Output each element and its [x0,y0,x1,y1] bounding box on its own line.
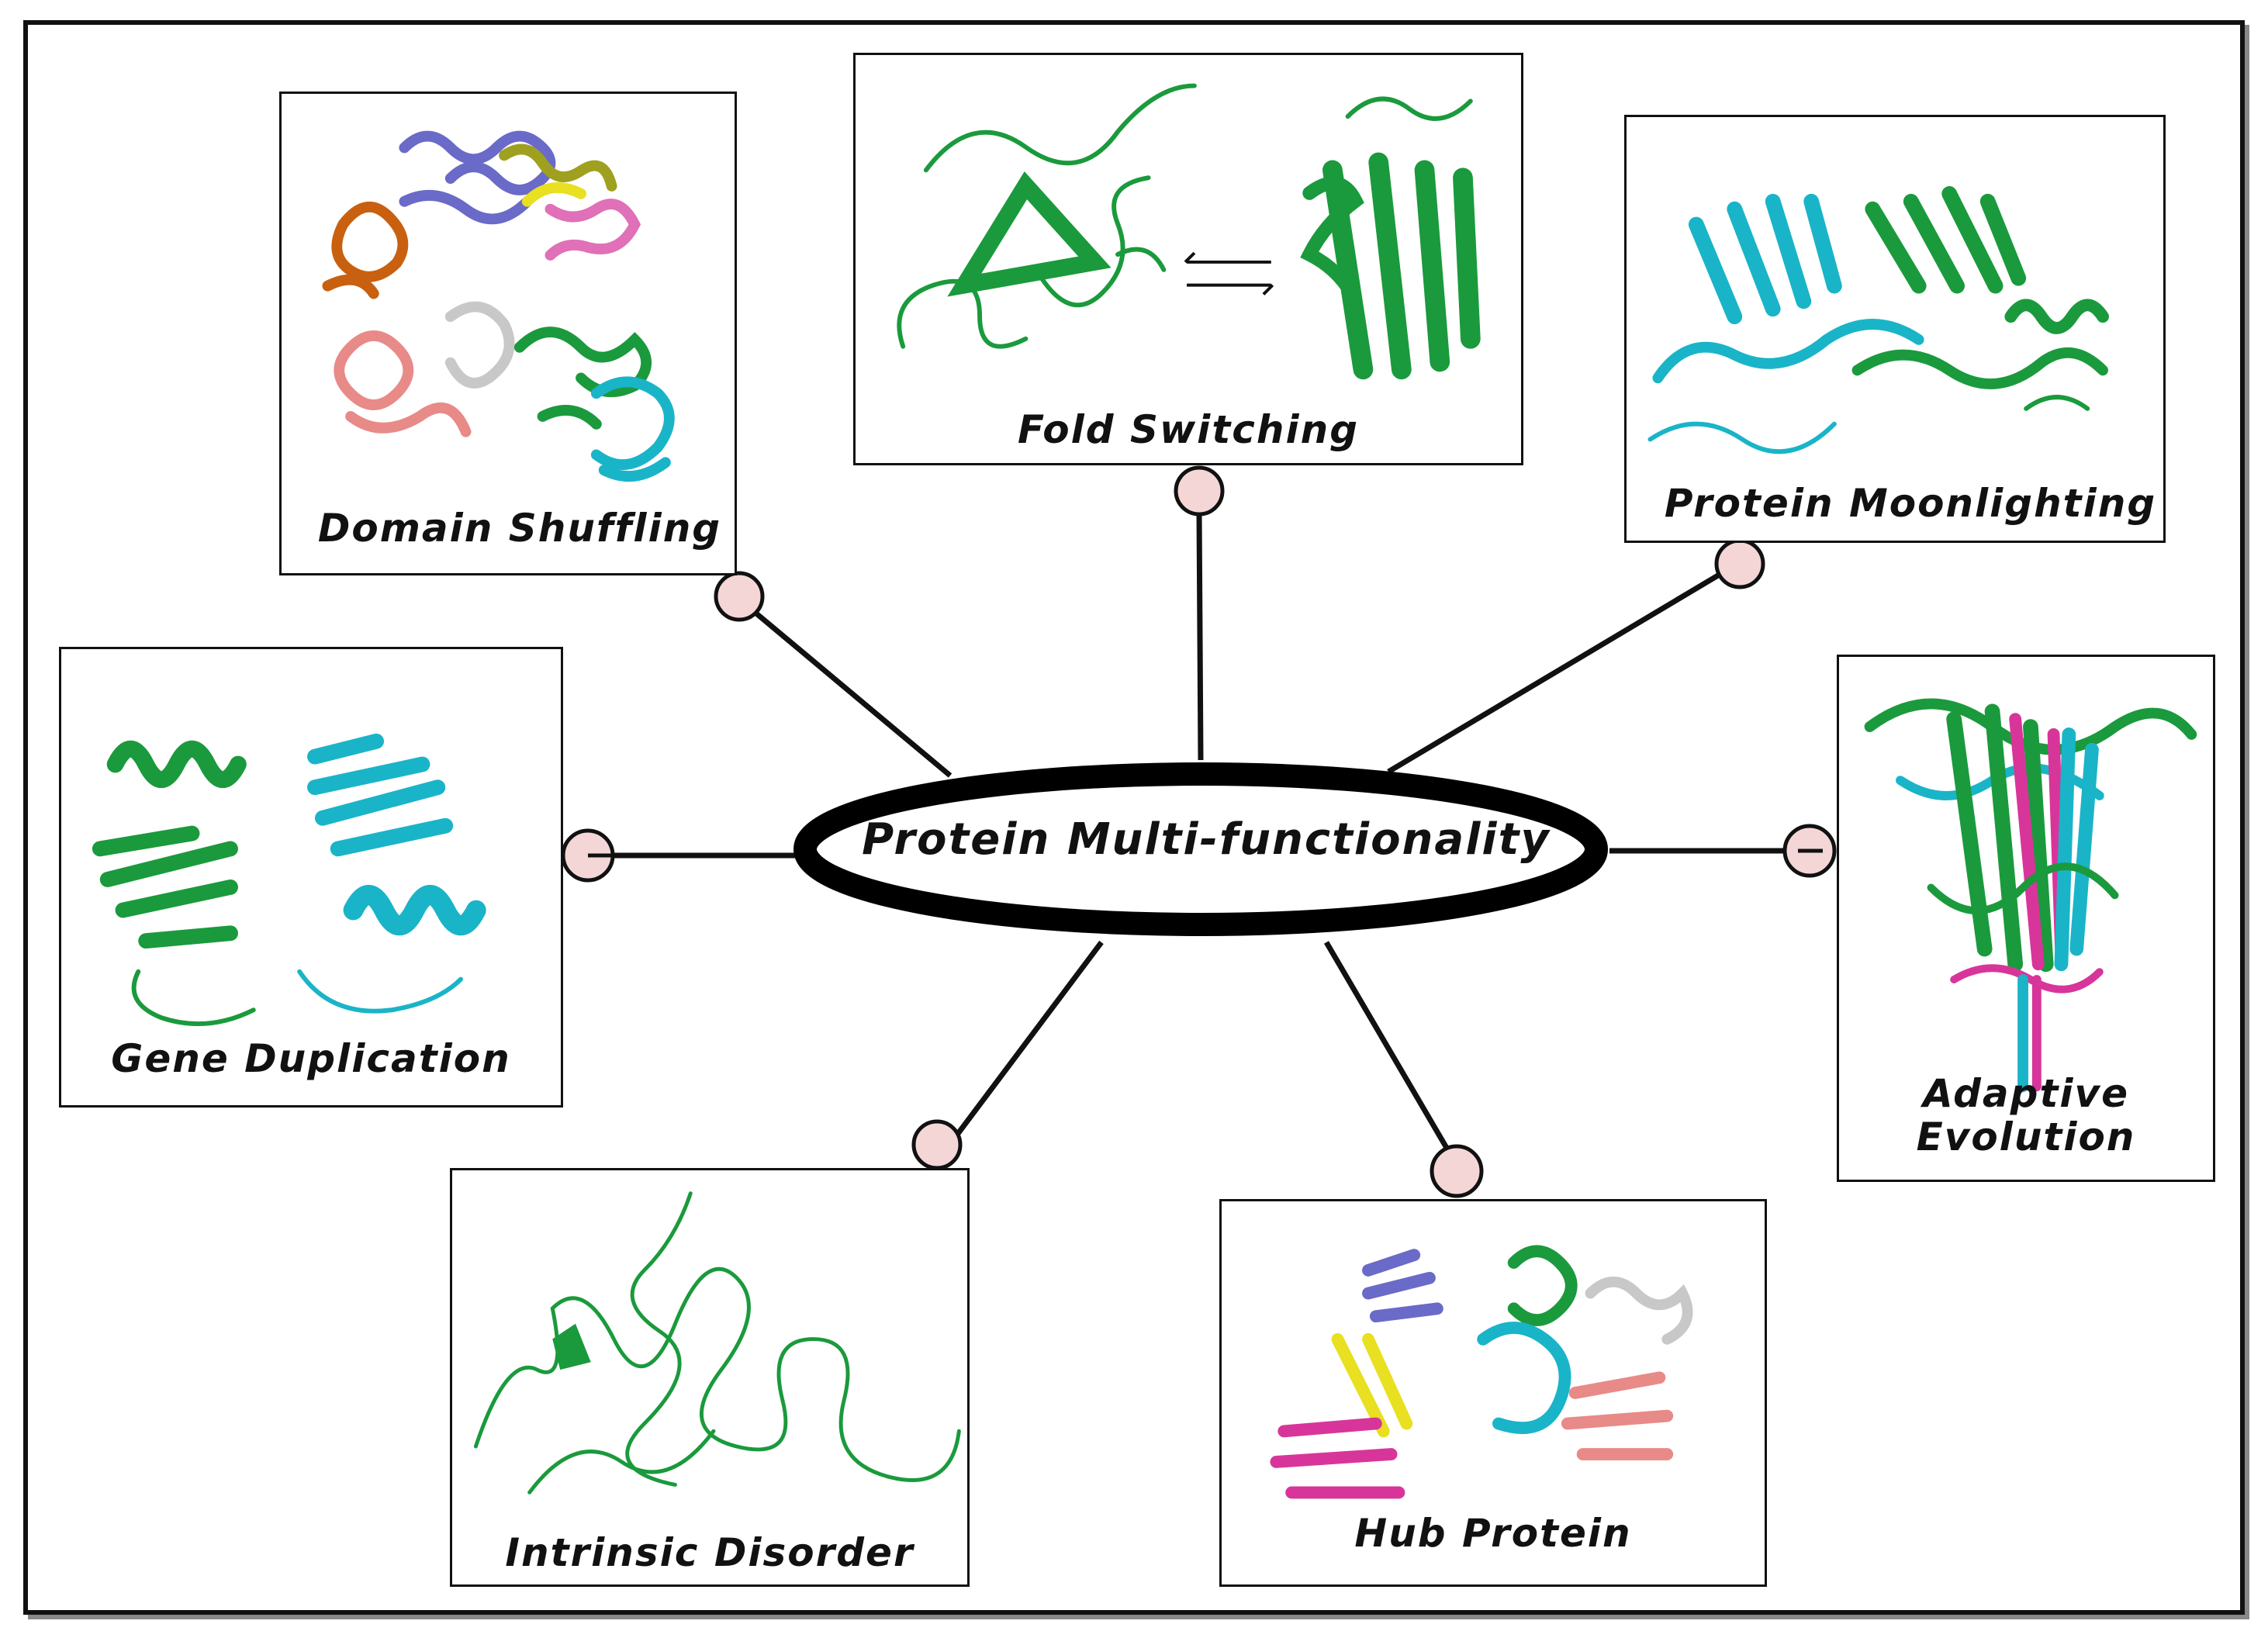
hub-protein-structure [1270,1245,1693,1499]
outer-frame [23,20,2245,1615]
panel-label: Fold Switching [1018,407,1359,452]
node-protein-moonlighting [1714,538,1765,589]
panel-protein-moonlighting: Protein Moonlighting [1624,115,2166,543]
fold-switching-structure [897,83,1481,380]
connector-domain-shuffling [735,595,952,778]
intrinsic-disorder-structure [473,1191,961,1495]
adaptive-evolution-structure [1864,698,2197,1093]
panel-gene-duplication: Gene Duplication [59,647,563,1108]
panel-label: Intrinsic Disorder [505,1530,914,1575]
panel-label: Domain Shuffling [317,506,722,551]
panel-adaptive-evolution: Adaptive Evolution [1837,655,2215,1182]
connector-hub-protein [1323,941,1450,1149]
connector-fold-switching [1196,511,1204,761]
protein-moonlighting-structure [1647,186,2109,454]
connector-intrinsic-disorder [948,940,1104,1146]
node-domain-shuffling [714,571,765,622]
node-hub-protein [1430,1144,1484,1198]
panel-label: Gene Duplication [111,1036,511,1081]
panel-domain-shuffling: Domain Shuffling [279,92,737,575]
panel-hub-protein: Hub Protein [1219,1199,1767,1587]
node-fold-switching [1174,465,1225,517]
domain-shuffling-structure [322,130,675,482]
gene-duplication-structure [92,733,486,1027]
connector-protein-moonlighting [1387,563,1735,775]
panel-intrinsic-disorder: Intrinsic Disorder [450,1168,970,1587]
node-intrinsic-disorder [911,1119,963,1170]
panel-label: Protein Moonlighting [1664,481,2157,526]
panel-fold-switching: Fold Switching [853,53,1523,465]
panel-label: Adaptive Evolution [1916,1071,2136,1159]
panel-label: Hub Protein [1354,1511,1632,1556]
central-node-label: Protein Multi-functionality [862,814,1551,865]
central-ellipse [793,762,1608,936]
